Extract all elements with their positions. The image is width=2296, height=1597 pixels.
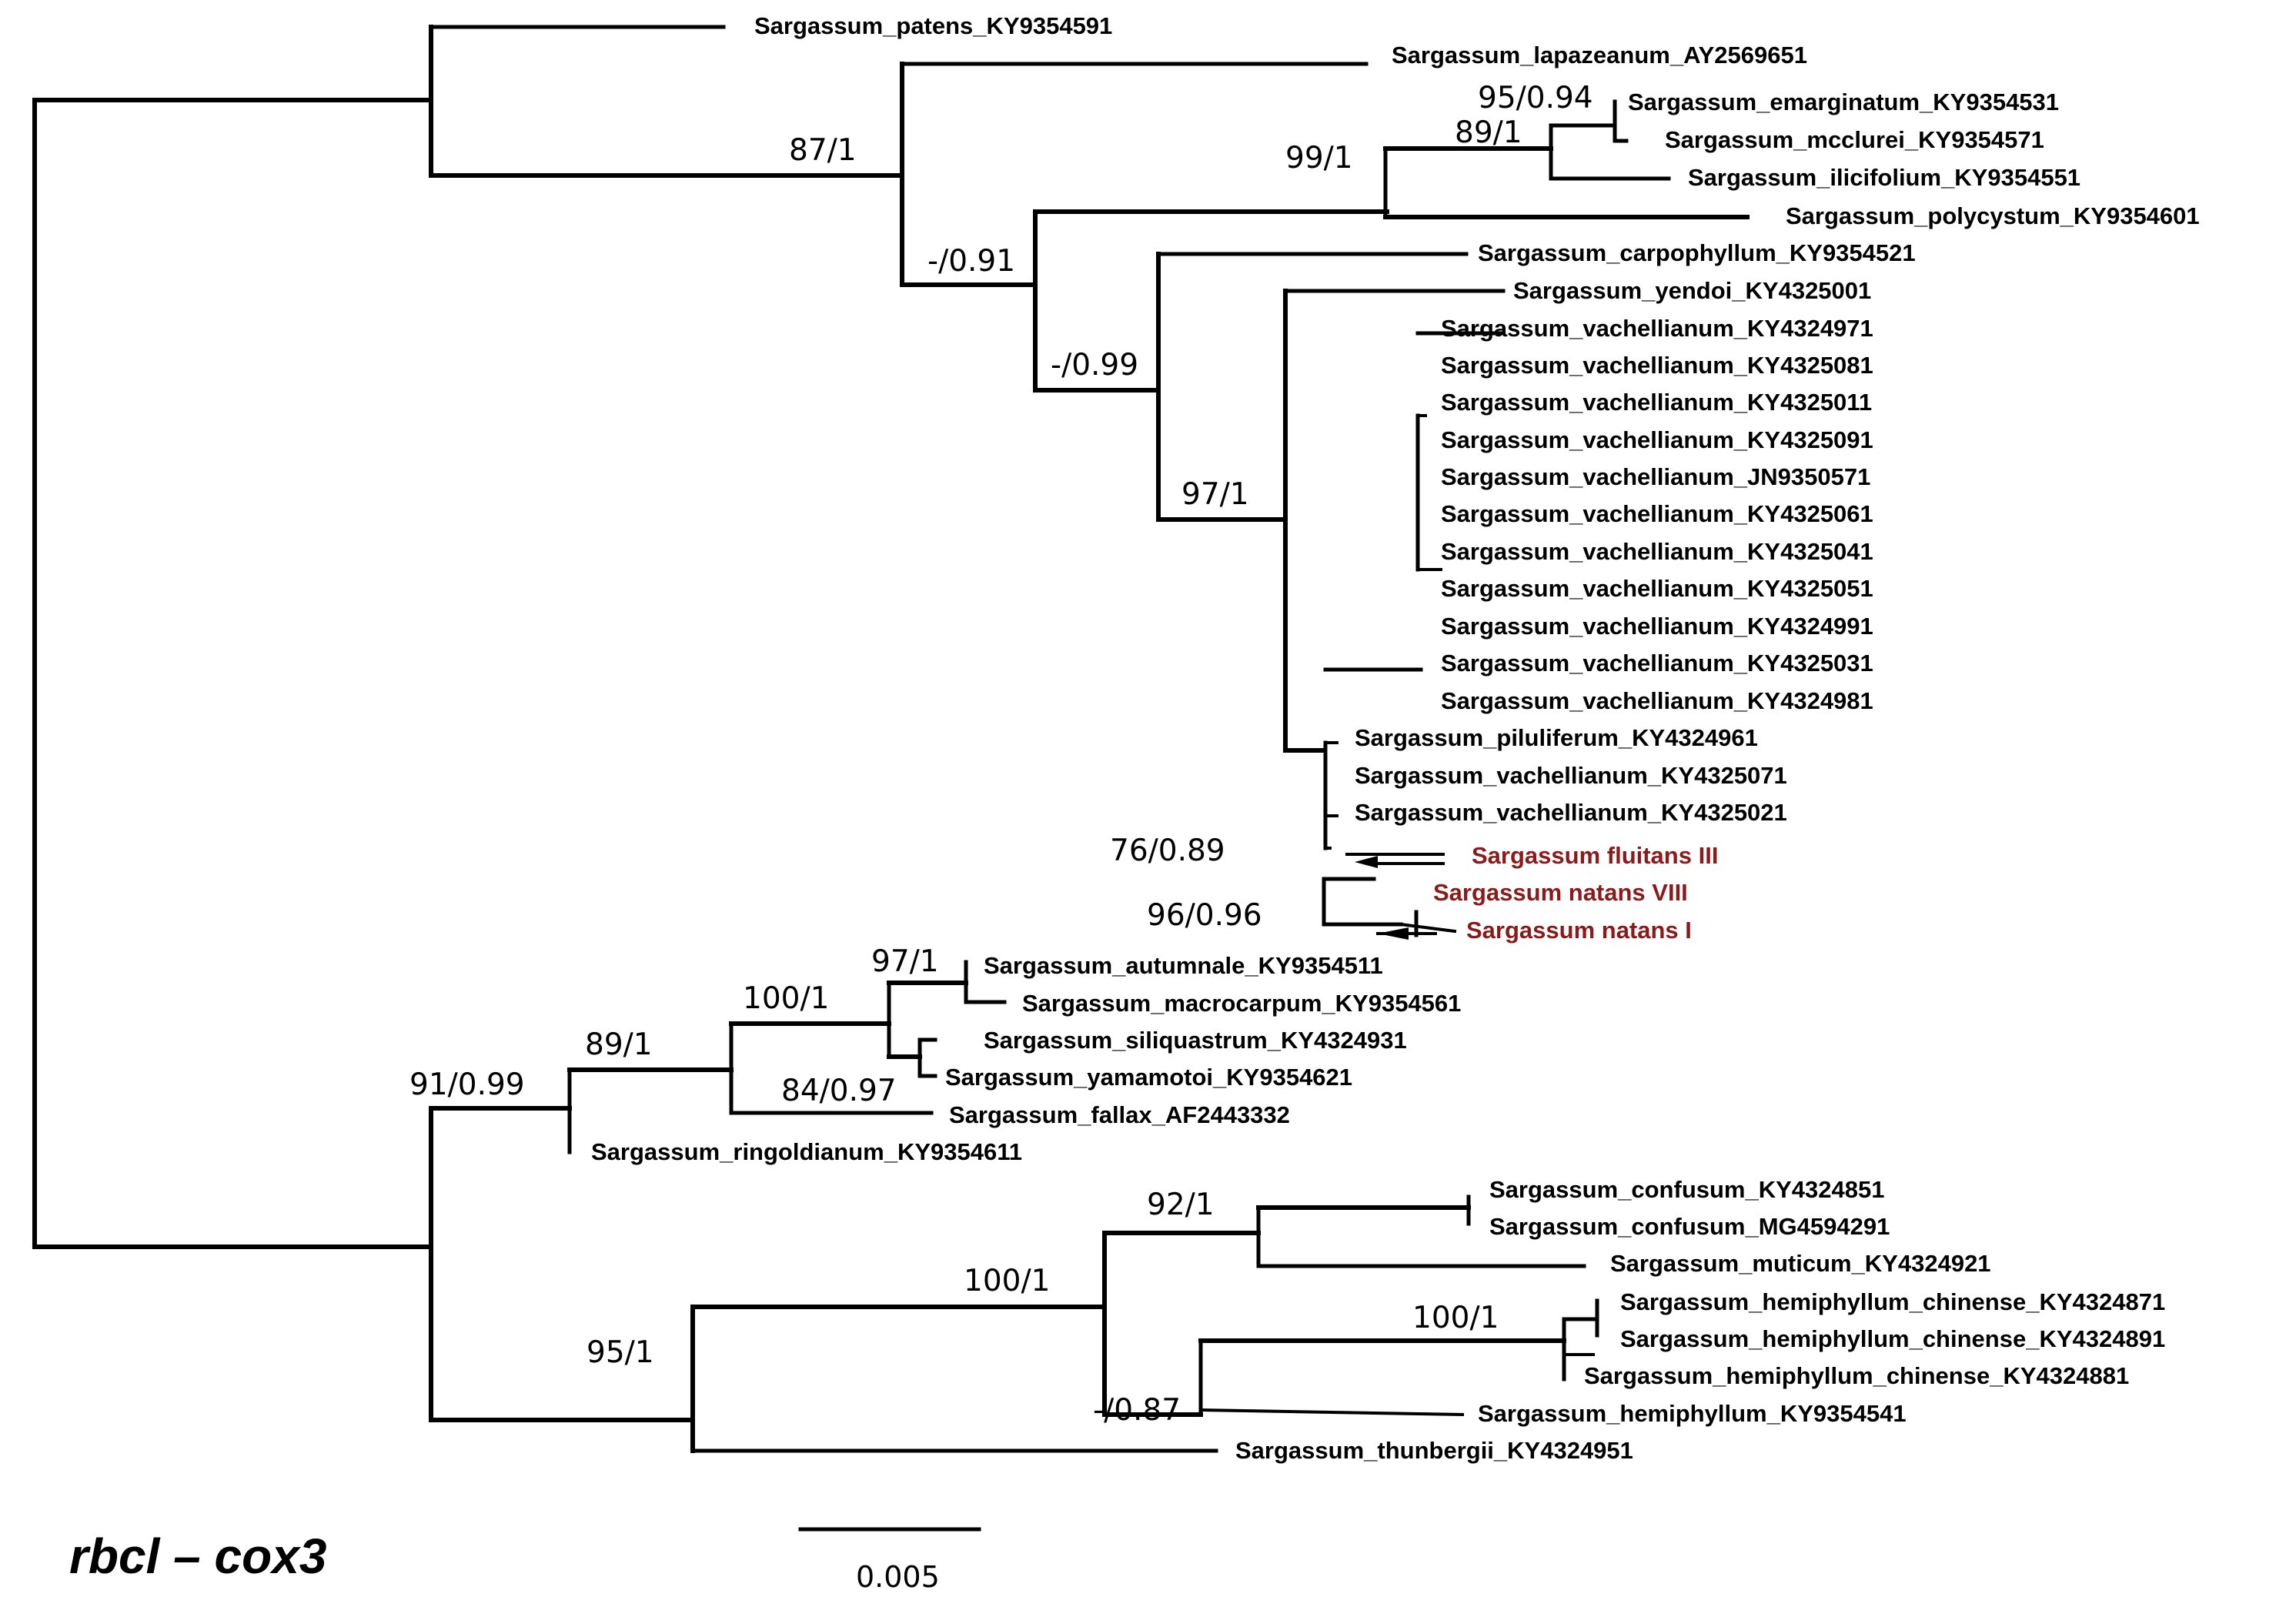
leaf-label-vach10: Sargassum_vachellianum_KY4325031: [1441, 650, 1873, 677]
leaf-label-vach11: Sargassum_vachellianum_KY4324981: [1441, 687, 1873, 714]
tree-branches: [32, 25, 1750, 1453]
leaf-label-autumnale: Sargassum_autumnale_KY9354511: [984, 952, 1383, 979]
support-value-s9199: 91/0.99: [409, 1067, 525, 1102]
leaf-label-vach9: Sargassum_vachellianum_KY4324991: [1441, 613, 1873, 640]
leaf-label-patens: Sargassum_patens_KY9354591: [754, 12, 1112, 39]
leaf-label-emarginatum: Sargassum_emarginatum_KY9354531: [1628, 89, 2059, 115]
branch-marker: [1378, 927, 1409, 940]
leaf-label-mcclurei: Sargassum_mcclurei_KY9354571: [1665, 126, 2044, 153]
tree-branch: [1198, 1408, 1465, 1417]
tree-branch: [1399, 922, 1457, 934]
scale-bar: 0.005: [798, 1527, 981, 1594]
leaf-label-vach3: Sargassum_vachellianum_KY4325011: [1441, 389, 1872, 416]
leaf-label-macrocarpum: Sargassum_macrocarpum_KY9354561: [1022, 990, 1461, 1017]
leaf-label-vach8: Sargassum_vachellianum_KY4325051: [1441, 575, 1873, 602]
branch-marker: [1355, 856, 1378, 868]
leaf-label-yendoi: Sargassum_yendoi_KY4325001: [1513, 277, 1871, 304]
support-value-s7689: 76/0.89: [1110, 834, 1225, 868]
leaf-label-hemiphyllum: Sargassum_hemiphyllum_KY9354541: [1478, 1400, 1907, 1427]
leaf-label-hemichin1: Sargassum_hemiphyllum_chinense_KY4324871: [1620, 1288, 2165, 1315]
leaf-label-natans1: Sargassum natans I: [1466, 917, 1692, 944]
leaf-label-lapazeanum: Sargassum_lapazeanum_AY2569651: [1392, 42, 1807, 68]
leaf-label-carpophyllum: Sargassum_carpophyllum_KY9354521: [1478, 239, 1916, 266]
leaf-label-polycystum: Sargassum_polycystum_KY9354601: [1786, 202, 2200, 229]
leaf-label-vach5: Sargassum_vachellianum_JN9350571: [1441, 463, 1870, 490]
leaf-label-vach6: Sargassum_vachellianum_KY4325061: [1441, 500, 1873, 527]
leaf-label-natans8: Sargassum natans VIII: [1433, 879, 1688, 906]
support-value-s091: -/0.91: [927, 244, 1015, 279]
support-value-s921: 92/1: [1147, 1188, 1215, 1222]
support-value-s87: 87/1: [789, 133, 857, 168]
leaf-label-muticum: Sargassum_muticum_KY4324921: [1610, 1250, 1991, 1277]
support-value-s991: 99/1: [1285, 141, 1353, 175]
leaf-label-vach12: Sargassum_vachellianum_KY4325071: [1355, 762, 1787, 789]
leaf-label-thunbergii: Sargassum_thunbergii_KY4324951: [1235, 1437, 1633, 1464]
support-value-s951: 95/1: [587, 1335, 654, 1370]
support-value-s087: -/0.87: [1093, 1393, 1181, 1428]
support-value-s891a: 89/1: [1455, 115, 1522, 150]
leaf-label-ilicifolium: Sargassum_ilicifolium_KY9354551: [1688, 164, 2080, 191]
support-value-s8497: 84/0.97: [781, 1074, 897, 1108]
support-value-s1001b: 100/1: [964, 1264, 1050, 1298]
support-value-s9594: 95/0.94: [1478, 81, 1593, 115]
leaf-label-vach4: Sargassum_vachellianum_KY4325091: [1441, 426, 1873, 453]
support-value-s891b: 89/1: [585, 1027, 653, 1062]
leaf-label-vach1: Sargassum_vachellianum_KY4324971: [1441, 315, 1873, 342]
support-value-s971b: 97/1: [871, 944, 939, 979]
leaf-label-confusum2: Sargassum_confusum_MG4594291: [1489, 1213, 1890, 1240]
support-values: 87/195/0.9489/199/1-/0.91-/0.9997/176/0.…: [409, 81, 1593, 1428]
leaf-label-ringoldianum: Sargassum_ringoldianum_KY9354611: [591, 1138, 1022, 1165]
support-value-s1001a: 100/1: [743, 981, 829, 1016]
leaf-label-hemichin2: Sargassum_hemiphyllum_chinense_KY4324891: [1620, 1325, 2165, 1352]
leaf-label-siliquastrum: Sargassum_siliquastrum_KY4324931: [984, 1027, 1407, 1054]
leaf-label-fallax: Sargassum_fallax_AF2443332: [949, 1101, 1290, 1128]
leaf-label-hemichin3: Sargassum_hemiphyllum_chinense_KY4324881: [1584, 1362, 2129, 1389]
leaf-label-vach13: Sargassum_vachellianum_KY4325021: [1355, 799, 1787, 826]
leaf-label-vach2: Sargassum_vachellianum_KY4325081: [1441, 352, 1873, 379]
leaf-label-yamamotoi: Sargassum_yamamotoi_KY9354621: [945, 1064, 1352, 1091]
figure-caption: rbcl – cox3: [69, 1529, 326, 1584]
leaf-labels: Sargassum_patens_KY9354591Sargassum_lapa…: [591, 12, 2200, 1464]
support-value-s1001c: 100/1: [1412, 1301, 1499, 1335]
leaf-label-fluitans: Sargassum fluitans III: [1472, 842, 1718, 869]
scale-bar-label: 0.005: [856, 1560, 940, 1594]
leaf-label-piluliferum: Sargassum_piluliferum_KY4324961: [1355, 724, 1758, 751]
support-value-s099: -/0.99: [1051, 348, 1138, 383]
support-value-s971a: 97/1: [1181, 477, 1249, 512]
leaf-label-confusum1: Sargassum_confusum_KY4324851: [1489, 1176, 1884, 1203]
leaf-label-vach7: Sargassum_vachellianum_KY4325041: [1441, 538, 1873, 565]
support-value-s9696: 96/0.96: [1147, 898, 1262, 933]
